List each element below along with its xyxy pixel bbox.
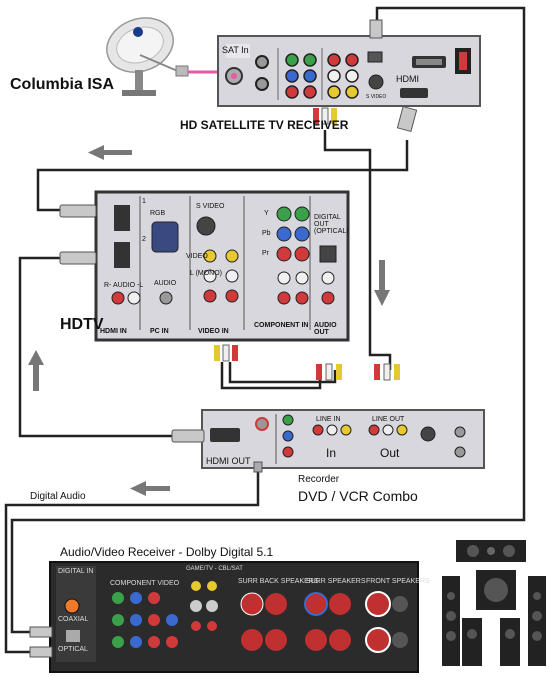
tv-audio-out-label: AUDIO OUT [314, 322, 337, 336]
tv-y-label: Y [264, 210, 269, 217]
dvd-out-label: Out [380, 446, 400, 460]
tv-digital-out-label: DIGITAL OUT (OPTICAL) [314, 214, 349, 235]
avr-surr-label: SURR SPEAKERS [306, 578, 366, 585]
avr-optical-label: OPTICAL [58, 646, 88, 653]
speaker-set-icon [442, 540, 546, 666]
tv-hdmi-in-label: HDMI IN [100, 328, 127, 335]
arrow-left-top [88, 145, 132, 160]
tv-port1-label: 1 [142, 198, 146, 205]
dvd-line-in-label: LINE IN [316, 416, 341, 423]
hdtv-panel [59, 190, 350, 362]
avr-front-label: FRONT SPEAKERS [366, 578, 430, 585]
arrow-left-digital [130, 481, 170, 496]
cable-digital-audio [4, 462, 260, 654]
sat-receiver-title: HD SATELLITE TV RECEIVER [180, 118, 349, 132]
dvd-in-label: In [326, 446, 337, 460]
avr-coaxial-label: COAXIAL [58, 616, 89, 623]
av-receiver-panel [29, 561, 419, 673]
sat-hdmi-label: HDMI [396, 74, 419, 84]
tv-mono-label: L (MONO) [190, 270, 223, 277]
recorder-label: Recorder [298, 474, 340, 485]
sat-svideo-label: S VIDEO [366, 94, 387, 100]
cable-sat-to-avr [10, 6, 526, 634]
avr-surr-back-label: SURR BACK SPEAKERS [238, 578, 319, 585]
avr-digital-in-label: DIGITAL IN [58, 568, 94, 575]
tv-svideo-label: S VIDEO [196, 203, 225, 210]
arrow-down-right [374, 260, 390, 306]
cable-sat-av [323, 130, 392, 370]
cable-tv-to-recorder [228, 362, 337, 384]
sat-rca-plugs [313, 107, 337, 125]
cables [4, 6, 526, 654]
hdtv-title: HDTV [60, 316, 104, 333]
cable-hdmi-sat-to-tv [36, 140, 409, 212]
satellite-dish-icon [106, 17, 218, 96]
location-label: Columbia ISA [10, 76, 115, 93]
dvd-vcr-title: DVD / VCR Combo [298, 488, 418, 504]
tv-video-in-label: VIDEO IN [198, 328, 229, 335]
dvd-vcr-panel [171, 363, 485, 473]
tv-rgb-label: RGB [150, 210, 166, 217]
tv-port2-label: 2 [142, 236, 146, 243]
tv-component-in-label: COMPONENT IN [254, 322, 309, 329]
flow-arrows [28, 145, 390, 496]
digital-audio-label: Digital Audio [30, 491, 86, 502]
avr-game-label: GAME/TV - CBL/SAT [186, 566, 243, 572]
avr-component-video-label: COMPONENT VIDEO [110, 580, 180, 587]
dvd-hdmi-out-label: HDMI OUT [206, 456, 251, 466]
tv-pc-in-label: PC IN [150, 328, 169, 335]
tv-pb-label: Pb [262, 230, 271, 237]
tv-video-label: VIDEO [186, 253, 208, 260]
tv-pr-label: Pr [262, 250, 269, 257]
sat-receiver-panel [217, 19, 481, 133]
tv-audio-label: AUDIO [154, 280, 177, 287]
sat-in-label: SAT In [222, 45, 249, 55]
tv-r-audio-l-label: R- AUDIO -L [104, 282, 144, 289]
cable-hdmi-dvd-to-tv [18, 256, 178, 438]
dvd-line-out-label: LINE OUT [372, 416, 405, 423]
arrow-up-left [28, 350, 44, 391]
av-receiver-title: Audio/Video Receiver - Dolby Digital 5.1 [60, 545, 274, 559]
